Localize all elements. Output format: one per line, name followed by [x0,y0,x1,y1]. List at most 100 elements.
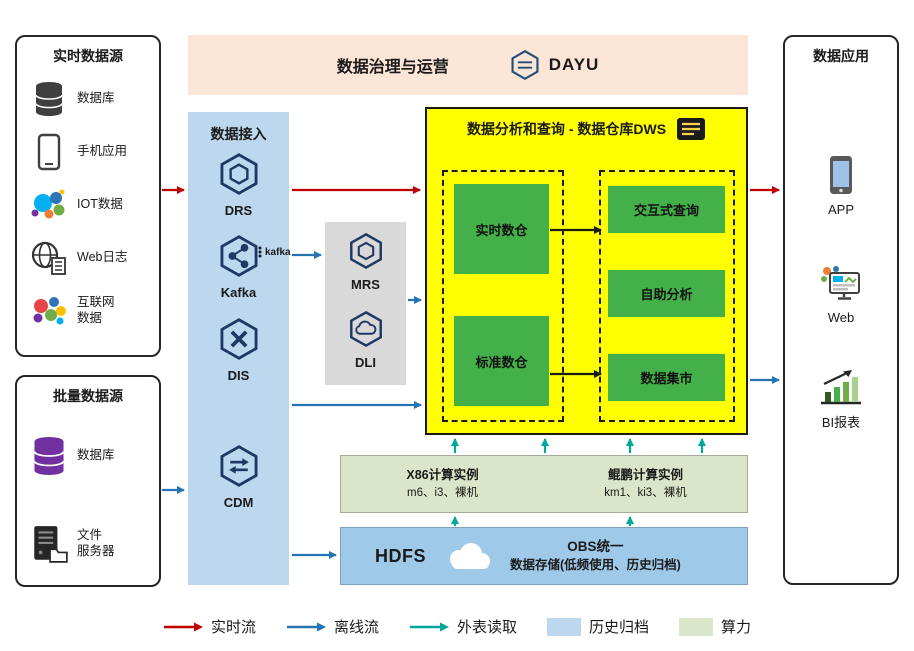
database-icon [27,435,71,477]
kafka-wordmark-text: kafka [265,246,291,258]
compute-instances-panel: X86计算实例 m6、i3、裸机 鲲鹏计算实例 km1、ki3、裸机 [340,455,748,513]
ingestion-title: 数据接入 [210,126,267,142]
file-server-icon [27,524,71,564]
analysis-group [599,170,735,422]
module-label: 自助分析 [640,287,693,302]
legend-label: 实时流 [210,619,256,636]
web-app-icon [821,266,860,300]
legend-arrow-external-icon [409,622,449,631]
source-item-mobile-app: 手机应用 [17,125,159,178]
storage-panel: HDFS OBS统一 数据存储(低频使用、历史归档) [340,527,748,585]
x86-compute: X86计算实例 m6、i3、裸机 [341,456,544,512]
kafka-icon [220,235,257,277]
legend-item-compute-power: 算力 [679,616,751,637]
app-item-app: APP [785,155,897,217]
dli-icon [349,310,382,348]
obs-storage-text: OBS统一 数据存储(低频使用、历史归档) [510,538,681,573]
dis-icon [220,318,257,360]
module-interactive-query: 交互式查询 [608,186,725,233]
legend-arrow-realtime-icon [163,622,203,631]
x86-compute-title: X86计算实例 [406,468,479,483]
module-label: 数据集市 [640,371,693,386]
dws-title: 数据分析和查询 - 数据仓库DWS [466,121,667,137]
dayu-logo: DAYU [509,49,600,81]
internet-data-icon [27,294,71,328]
kunpeng-compute: 鲲鹏计算实例 km1、ki3、裸机 [544,456,747,512]
module-self-service-analysis: 自助分析 [608,270,725,317]
app-item-bi-report: BI报表 [785,369,897,431]
warehouse-group [442,170,564,422]
module-label: 标准数仓 [475,354,528,370]
middleware-panel: MRS DLI [325,222,406,385]
source-item-database: 数据库 [17,72,159,125]
kunpeng-compute-spec: km1、ki3、裸机 [604,486,687,499]
realtime-sources-title: 实时数据源 [53,48,123,64]
report-icon [677,118,706,140]
kafka-wordmark: kafka [256,246,291,258]
module-standard-warehouse: 标准数仓 [454,316,549,406]
batch-sources-title: 批量数据源 [53,388,123,404]
dayu-icon [511,49,539,81]
database-icon [27,81,71,117]
source-item-batch-database: 数据库 [17,412,159,500]
legend-item-history-archive: 历史归档 [547,616,649,637]
kunpeng-compute-title: 鲲鹏计算实例 [607,468,683,483]
legend-label: 历史归档 [589,619,650,636]
realtime-sources-list: 数据库 手机应用 IOT数据 Web日志 [17,72,159,337]
cdm-icon [220,445,257,487]
label-line: 文件 [77,528,103,543]
batch-sources-list: 数据库 文件 服务器 [17,412,159,588]
service-kafka: kafka Kafka [188,234,291,300]
source-item-label: 互联网 数据 [77,295,115,326]
legend-arrow-offline-icon [286,622,326,631]
legend: 实时流 离线流 外表读取 历史归档 算力 [0,616,914,637]
obs-line2: 数据存储(低频使用、历史归档) [510,557,681,572]
module-label: 实时数仓 [475,222,528,238]
app-item-web: Web [785,265,897,325]
kafka-glyph-icon [258,246,262,258]
realtime-sources-panel: 实时数据源 数据库 手机应用 IOT数据 [15,35,161,357]
source-item-label: 文件 服务器 [77,528,115,559]
source-item-internet-data: 互联网 数据 [17,284,159,337]
obs-cloud-icon [450,543,490,569]
legend-label: 算力 [721,619,752,636]
legend-item-external-read: 外表读取 [409,616,517,637]
service-dli: DLI [325,310,406,370]
service-dis: DIS [188,317,289,383]
app-item-label: APP [827,202,854,217]
service-label: DRS [224,203,253,218]
source-item-web-log: Web日志 [17,231,159,284]
service-cdm: CDM [188,444,289,510]
app-item-label: Web [827,310,855,325]
legend-box-archive-icon [547,617,581,636]
legend-item-realtime-flow: 实时流 [163,616,256,637]
service-label: Kafka [220,285,257,300]
source-item-iot: IOT数据 [17,178,159,231]
governance-banner: 数据治理与运营 DAYU [188,35,748,95]
source-item-label: IOT数据 [77,196,123,211]
x86-compute-spec: m6、i3、裸机 [407,486,478,499]
service-mrs: MRS [325,232,406,292]
app-phone-icon [830,156,852,194]
iot-icon [27,188,71,222]
label-line: 服务器 [77,544,115,558]
source-item-label: 数据库 [77,90,115,105]
bi-report-icon [821,370,861,405]
legend-box-compute-icon [679,617,714,636]
app-item-label: BI报表 [821,415,861,430]
dws-panel: 数据分析和查询 - 数据仓库DWS 实时数仓 标准数仓 交互式查询 自助分析 数… [425,107,748,435]
governance-title: 数据治理与运营 [336,59,449,76]
web-log-icon [27,240,71,276]
ingestion-panel: 数据接入 DRS kafka Kafka [188,112,291,585]
dws-title-row: 数据分析和查询 - 数据仓库DWS [427,117,746,141]
legend-item-offline-flow: 离线流 [286,616,379,637]
service-label: DLI [355,355,376,370]
service-drs: DRS [188,152,289,218]
module-realtime-warehouse: 实时数仓 [454,184,549,274]
source-item-label: 数据库 [77,448,115,463]
obs-line1: OBS统一 [567,539,624,555]
legend-label: 离线流 [333,619,379,636]
applications-panel: 数据应用 APP Web [783,35,899,585]
source-item-label: Web日志 [77,249,128,264]
